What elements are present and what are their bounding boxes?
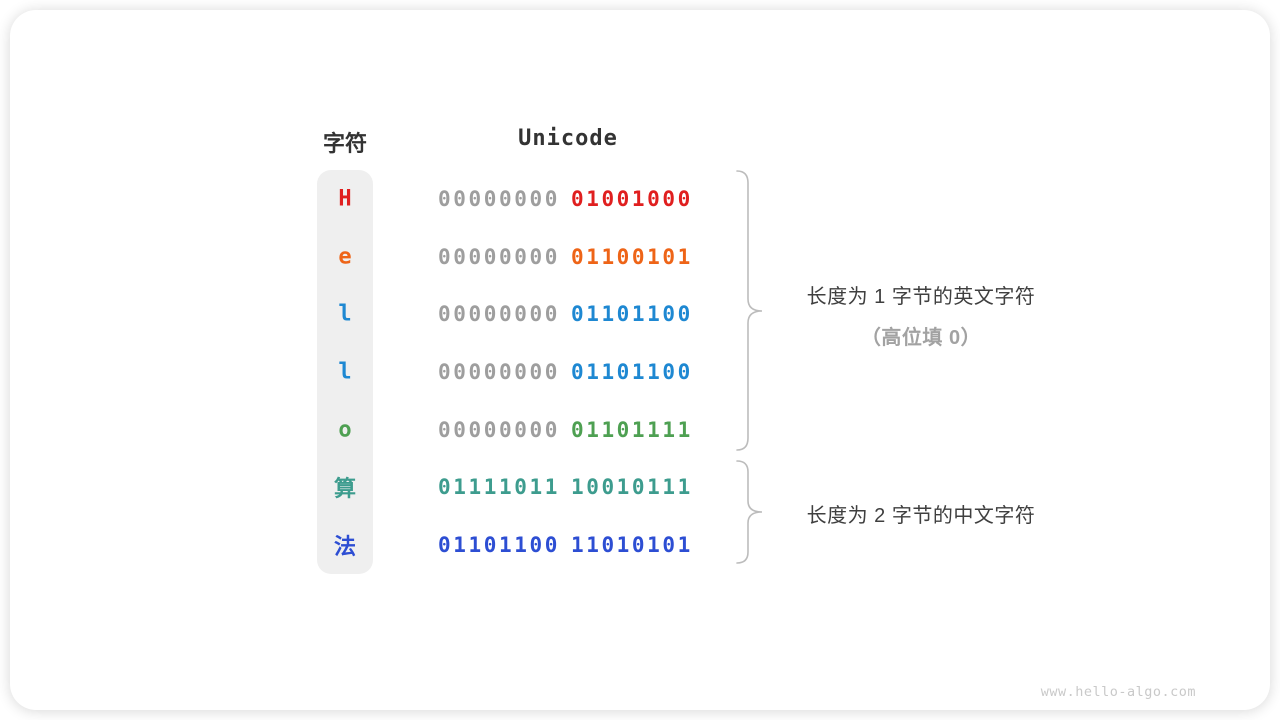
column-header-character: 字符 <box>322 131 367 156</box>
table-row: l 00000000 01101100 <box>10 343 1280 401</box>
table-row: 算 01111011 10010111 <box>10 459 1280 517</box>
table-row: 法 01101100 11010101 <box>10 516 1280 574</box>
character-cell: l <box>338 301 352 327</box>
unicode-binary: 00000000 01001000 <box>438 187 693 211</box>
unicode-byte-low: 01101111 <box>570 417 693 442</box>
character-cell: 法 <box>333 535 356 561</box>
unicode-byte-low: 11010101 <box>570 533 693 558</box>
character-cell: o <box>338 417 352 443</box>
annotation-english-line1: 长度为 1 字节的英文字符 <box>806 286 1036 308</box>
unicode-binary: 00000000 01100101 <box>438 245 693 269</box>
diagram-card: 字符 Unicode H 00000000 01001000 e 00000000… <box>10 10 1270 710</box>
unicode-binary: 00000000 01101100 <box>438 302 693 326</box>
annotation-english-line2: （高位填 0） <box>860 327 982 349</box>
unicode-byte-high: 00000000 <box>438 360 560 385</box>
unicode-byte-high: 00000000 <box>438 302 560 327</box>
encoding-table: H 00000000 01001000 e 00000000 01100101 l … <box>10 170 1280 574</box>
column-header-unicode: Unicode <box>518 126 618 151</box>
table-row: l 00000000 01101100 <box>10 285 1280 343</box>
unicode-byte-high: 00000000 <box>438 244 560 269</box>
watermark-url: www.hello-algo.com <box>1040 684 1196 700</box>
table-row: e 00000000 01100101 <box>10 228 1280 286</box>
unicode-byte-low: 01001000 <box>570 186 693 211</box>
unicode-byte-high: 01111011 <box>438 475 560 500</box>
unicode-byte-low: 10010111 <box>570 475 693 500</box>
unicode-byte-low: 01100101 <box>570 244 693 269</box>
unicode-byte-low: 01101100 <box>570 360 693 385</box>
unicode-binary: 01101100 11010101 <box>438 533 693 557</box>
table-row: o 00000000 01101111 <box>10 401 1280 459</box>
unicode-byte-high: 00000000 <box>438 186 560 211</box>
unicode-binary: 01111011 10010111 <box>438 475 693 499</box>
annotation-english-chars: 长度为 1 字节的英文字符 （高位填 0） <box>770 280 1072 350</box>
character-cell: 算 <box>333 477 356 503</box>
character-cell: H <box>338 186 352 212</box>
unicode-binary: 00000000 01101100 <box>438 360 693 384</box>
annotation-chinese-line1: 长度为 2 字节的中文字符 <box>806 505 1036 527</box>
character-cell: e <box>338 244 352 270</box>
table-row: H 00000000 01001000 <box>10 170 1280 228</box>
unicode-byte-low: 01101100 <box>570 302 693 327</box>
unicode-binary: 00000000 01101111 <box>438 418 693 442</box>
annotation-chinese-chars: 长度为 2 字节的中文字符 <box>770 499 1072 528</box>
unicode-byte-high: 00000000 <box>438 417 560 442</box>
unicode-byte-high: 01101100 <box>438 533 560 558</box>
character-cell: l <box>338 359 352 385</box>
character-column-background <box>317 170 373 574</box>
